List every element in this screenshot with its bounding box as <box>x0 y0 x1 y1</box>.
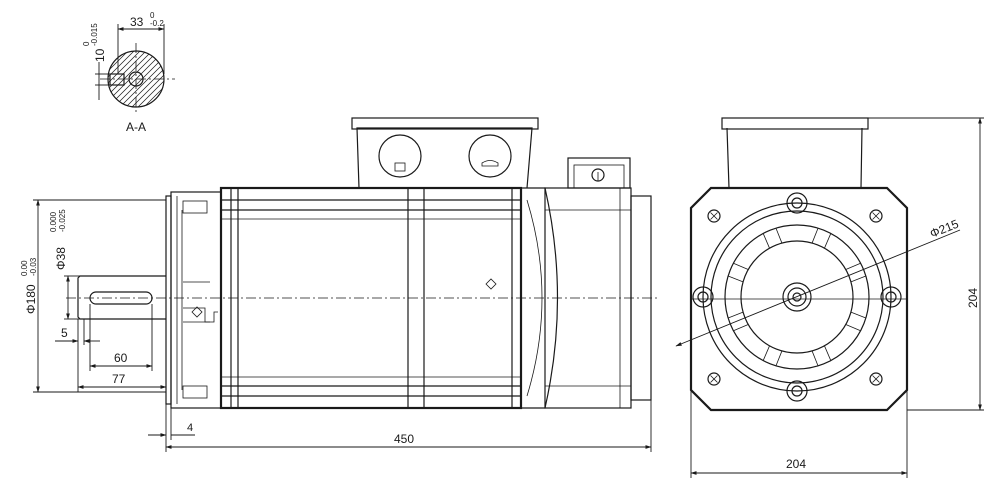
dim-215-label: Φ215 <box>928 217 961 241</box>
mount-boss <box>880 286 902 308</box>
dim-204-height-label: 204 <box>966 288 980 308</box>
body-marker <box>485 278 497 290</box>
corner-screw-icon <box>707 372 721 386</box>
hatch-line <box>108 51 143 107</box>
section-label: A-A <box>126 120 146 134</box>
hatch-line <box>117 51 164 107</box>
spoke-edge <box>811 227 819 244</box>
hatch-line <box>108 51 131 107</box>
spoke-edge <box>733 262 749 270</box>
flange-face <box>165 195 172 405</box>
flange-slot-top <box>182 200 208 214</box>
dim-line-215 <box>675 229 961 347</box>
dim-180-label: Φ180 <box>24 284 38 314</box>
mount-hole <box>885 291 897 303</box>
spoke-edge <box>850 275 867 283</box>
dim-10-label: 10 <box>93 48 107 62</box>
cable-gland-right <box>468 134 512 178</box>
dim-204-width-label: 204 <box>786 457 806 471</box>
dim-5-label: 5 <box>61 326 68 340</box>
hatch-line <box>141 51 164 107</box>
spoke-edge <box>845 324 861 332</box>
spoke-edge <box>727 275 744 283</box>
spoke-edge <box>775 227 783 244</box>
dim-10-tol-upper: 0 <box>82 41 91 46</box>
spoke-edge <box>727 311 744 319</box>
mount-hole <box>791 197 803 209</box>
cable-gland-left <box>378 134 422 178</box>
corner-screw-icon <box>869 209 883 223</box>
dim-60-label: 60 <box>114 351 128 365</box>
dim-10-tol-lower: -0.015 <box>90 23 99 46</box>
spoke-edge <box>845 262 861 270</box>
dim-33-tol-upper: 0 <box>150 11 155 20</box>
mount-boss <box>786 380 808 402</box>
front-terminal-box <box>726 127 863 189</box>
dim-450-label: 450 <box>394 432 414 446</box>
corner-screw-icon <box>707 209 721 223</box>
dim-33-tol-lower: -0.2 <box>150 19 164 28</box>
front-terminal-box-lid <box>721 117 869 130</box>
section-a-a: 33 0 -0.2 10 0 -0.015 A-A <box>82 11 175 134</box>
flange-slot-bottom <box>182 385 208 399</box>
keyway <box>109 73 125 86</box>
terminal-box-lid <box>351 117 539 130</box>
side-view: 450 4 77 60 5 Φ38 0.000 -0.025 Φ180 0.00… <box>20 117 660 452</box>
spoke-edge <box>775 350 783 367</box>
front-shaft-outer <box>782 282 812 312</box>
front-mount-bosses <box>692 192 902 402</box>
dim-38-tol-upper: 0.000 <box>49 211 58 232</box>
dim-4-label: 4 <box>187 422 193 434</box>
dim-180-tol-lower: -0.03 <box>29 257 38 276</box>
encoder-connector <box>567 157 631 189</box>
dim-33-label: 33 <box>130 15 144 29</box>
front-outer-ring <box>702 202 892 392</box>
corner-screw-icon <box>869 372 883 386</box>
spoke-edge <box>850 311 867 319</box>
front-corner-screws <box>707 209 883 386</box>
front-shaft-center <box>792 292 802 302</box>
spoke-edge <box>733 324 749 332</box>
flange <box>170 191 222 409</box>
front-spokes <box>727 227 867 367</box>
dim-38-tol-lower: -0.025 <box>58 209 67 232</box>
front-inner-ring <box>740 240 854 354</box>
front-view: Φ215 204 204 <box>675 117 984 478</box>
spoke-edge <box>811 350 819 367</box>
shaft <box>77 275 166 320</box>
mount-boss <box>692 286 714 308</box>
spoke-edge <box>824 233 832 249</box>
hatch-line <box>108 51 137 107</box>
flange-pin <box>191 306 203 318</box>
dim-38-label: Φ38 <box>54 247 68 270</box>
spoke-edge <box>762 345 770 361</box>
spoke-edge <box>762 233 770 249</box>
front-flange <box>689 186 909 412</box>
mount-boss <box>786 192 808 214</box>
dim-77-label: 77 <box>112 372 126 386</box>
hatch-line <box>135 51 164 107</box>
terminal-box <box>356 127 533 189</box>
mount-hole <box>791 385 803 397</box>
dim-180-tol-upper: 0.00 <box>20 260 29 276</box>
mount-hole <box>697 291 709 303</box>
spoke-edge <box>824 345 832 361</box>
